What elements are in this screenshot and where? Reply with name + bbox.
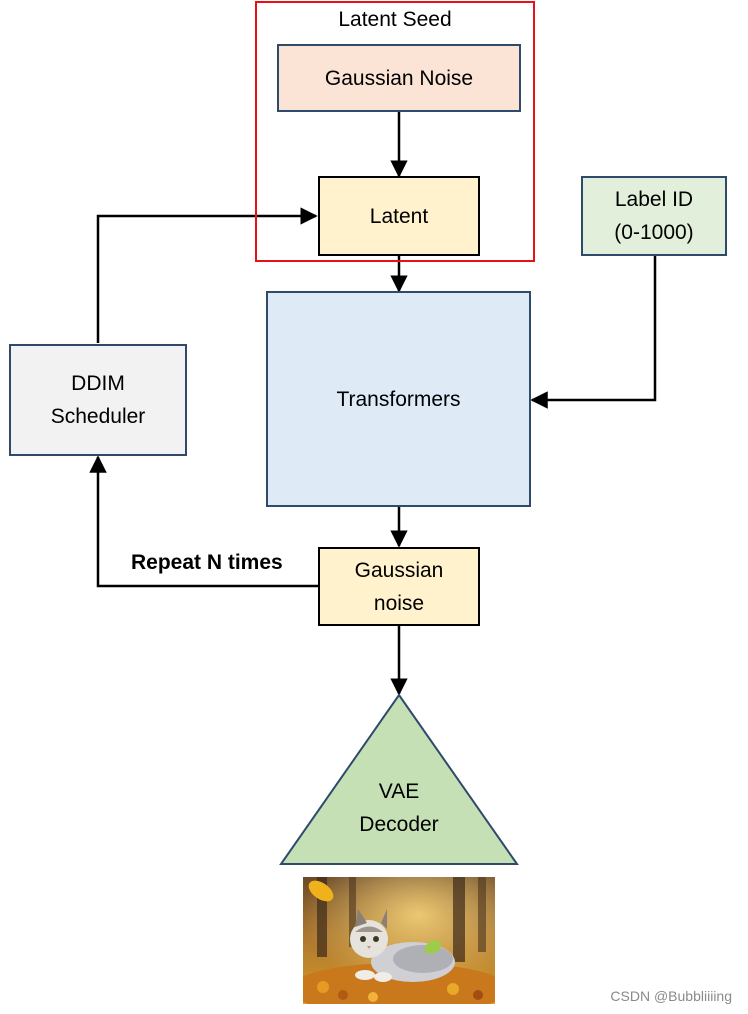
loop-label: Repeat N times	[131, 551, 283, 574]
arrow-noise-to-scheduler	[89, 455, 318, 588]
label-id-node: Label ID (0-1000)	[581, 176, 727, 256]
latent-seed-frame	[255, 1, 535, 262]
output-cat-image	[303, 877, 495, 1004]
latent-seed-label: Latent Seed	[338, 8, 452, 31]
ddim-scheduler-node: DDIM Scheduler	[9, 344, 187, 456]
gaussian-noise-out-node: Gaussian noise	[318, 547, 480, 626]
arrow-label-to-transformers	[530, 256, 657, 409]
vae-decoder-triangle	[279, 693, 519, 865]
gaussian-noise-seed-node: Gaussian Noise	[277, 44, 521, 112]
watermark: CSDN @Bubbliiiing	[610, 988, 732, 1004]
transformers-node: Transformers	[266, 291, 531, 507]
latent-node: Latent	[318, 176, 480, 256]
vae-decoder-label: VAE Decoder	[359, 780, 439, 836]
arrow-scheduler-to-latent	[96, 207, 318, 343]
